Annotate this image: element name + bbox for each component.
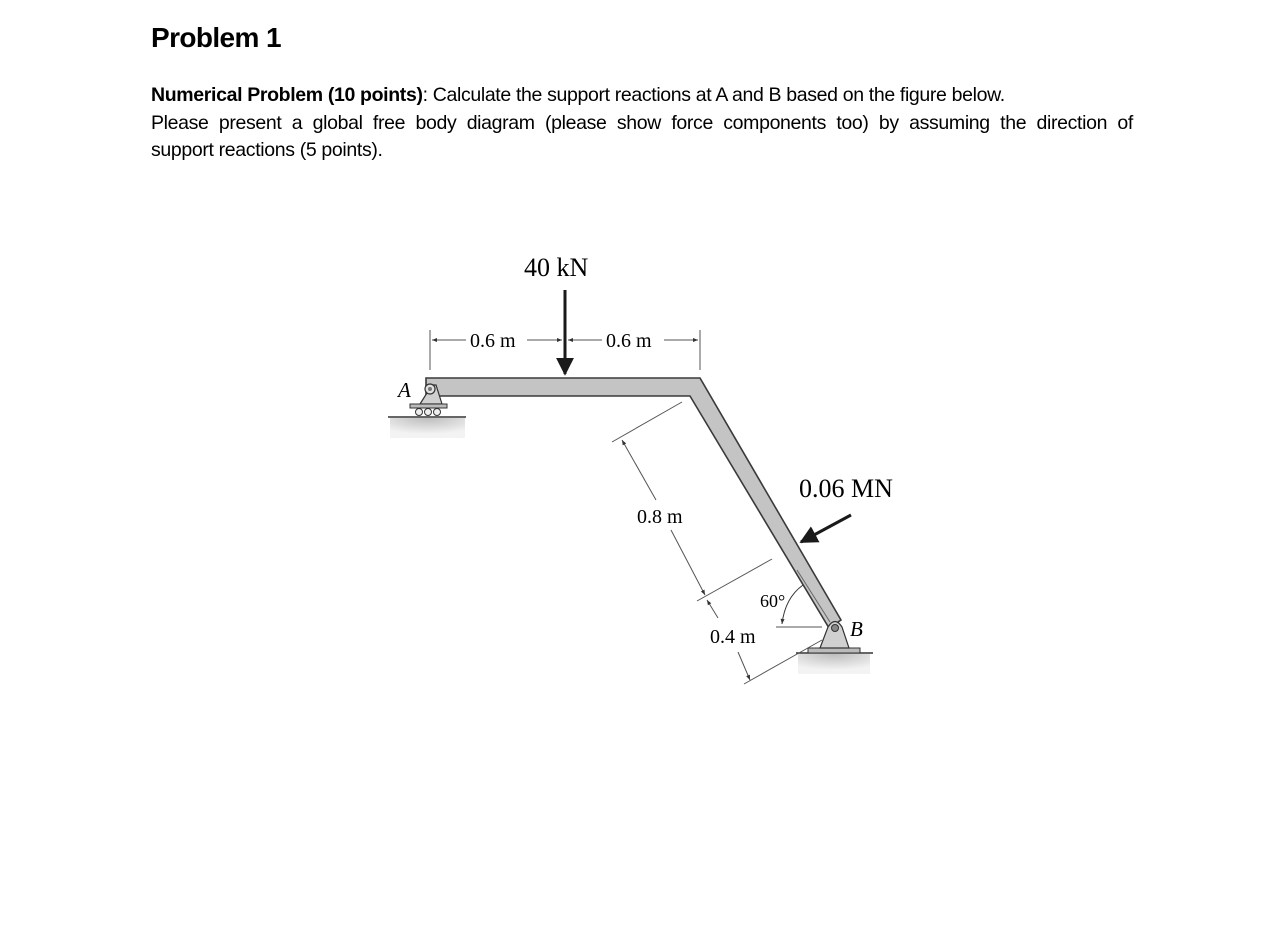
problem-line-3: support reactions (5 points). (151, 139, 383, 161)
label-a: A (396, 378, 411, 402)
problem-lead: Numerical Problem (10 points) (151, 84, 423, 106)
horizontal-dimensions (429, 330, 701, 370)
angle-label: 60° (760, 591, 785, 611)
problem-line-1: Numerical Problem (10 points): Calculate… (151, 82, 1133, 110)
dim-right-label: 0.6 m (606, 330, 652, 352)
problem-line-2: Please present a global free body diagra… (151, 111, 1133, 134)
ground-b (796, 652, 873, 674)
dim-lower-inclined-label: 0.4 m (710, 626, 756, 648)
dim-upper-inclined-label: 0.8 m (637, 506, 683, 528)
load-40kn-label: 40 kN (524, 253, 589, 282)
roller-support-a (409, 383, 448, 416)
load-006mn-arrow (799, 513, 852, 544)
problem-statement: Numerical Problem (10 points): Calculate… (151, 82, 1133, 165)
dim-left-label: 0.6 m (470, 330, 516, 352)
load-006mn-label: 0.06 MN (799, 474, 893, 503)
ground-a (388, 416, 466, 438)
pin-support-b (807, 620, 861, 654)
label-b: B (850, 617, 863, 641)
inclined-dimensions (611, 401, 823, 685)
angle-60-marker (776, 584, 822, 628)
page-title: Problem 1 (151, 22, 282, 53)
problem-lead-rest: : Calculate the support reactions at A a… (422, 84, 1006, 106)
